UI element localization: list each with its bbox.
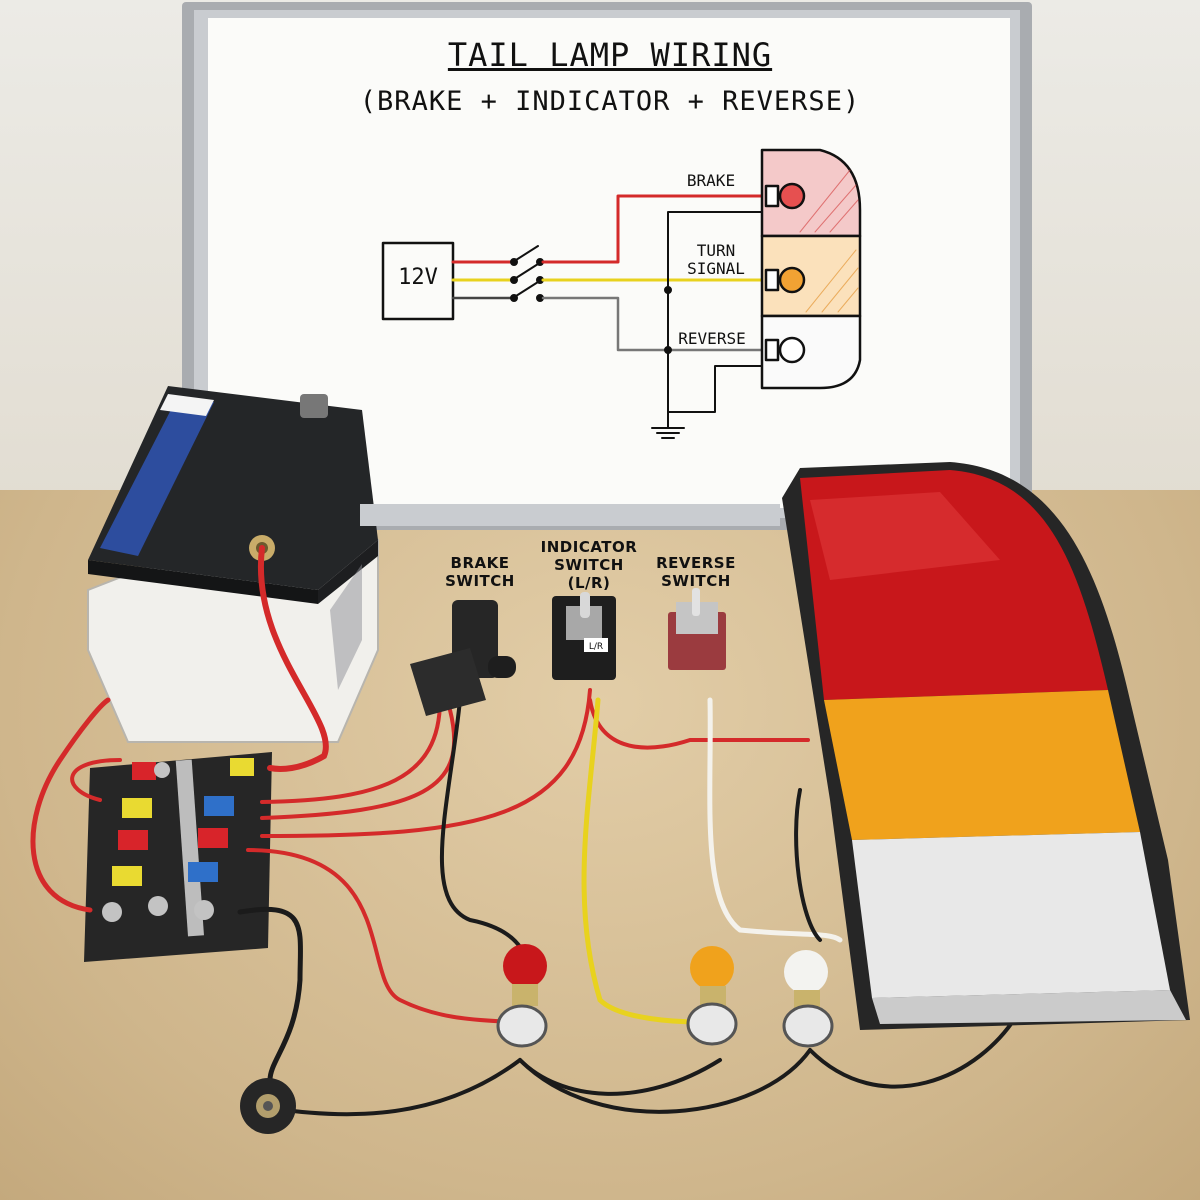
schematic-reverse-wire <box>541 296 764 352</box>
brake-pedal-switch <box>410 600 516 716</box>
ground-terminal <box>240 1078 296 1134</box>
wiring-schematic <box>381 148 862 439</box>
bench-wiring <box>30 545 1022 1117</box>
brake-label: BRAKE <box>686 171 736 190</box>
switch-marking: L/R <box>589 642 603 652</box>
indicator-toggle-switch: L/R <box>552 592 616 680</box>
indicator-switch-label: INDICATOR SWITCH (L/R) <box>540 538 638 592</box>
fuse-box <box>84 752 272 962</box>
reverse-label: REVERSE <box>678 329 746 348</box>
schematic-brake-wire <box>541 194 764 264</box>
turn-signal-label: TURN SIGNAL <box>687 241 745 278</box>
schematic-ground <box>651 211 763 439</box>
tail-lamp-assembly <box>782 462 1190 1030</box>
bulb-reverse <box>782 950 834 1048</box>
supply-label: 12V <box>398 265 438 290</box>
brake-switch-label: BRAKE SWITCH <box>445 554 515 590</box>
bulb-brake <box>496 944 548 1048</box>
car-battery <box>87 386 379 743</box>
whiteboard-subtitle: (BRAKE + INDICATOR + REVERSE) <box>359 86 861 117</box>
reverse-toggle-switch <box>668 588 726 670</box>
schematic-lamp <box>760 148 862 390</box>
reverse-switch-label: REVERSE SWITCH <box>656 554 736 590</box>
bulb-indicator <box>686 946 738 1046</box>
whiteboard-title: TAIL LAMP WIRING <box>447 36 773 74</box>
schematic-switches <box>510 245 544 302</box>
